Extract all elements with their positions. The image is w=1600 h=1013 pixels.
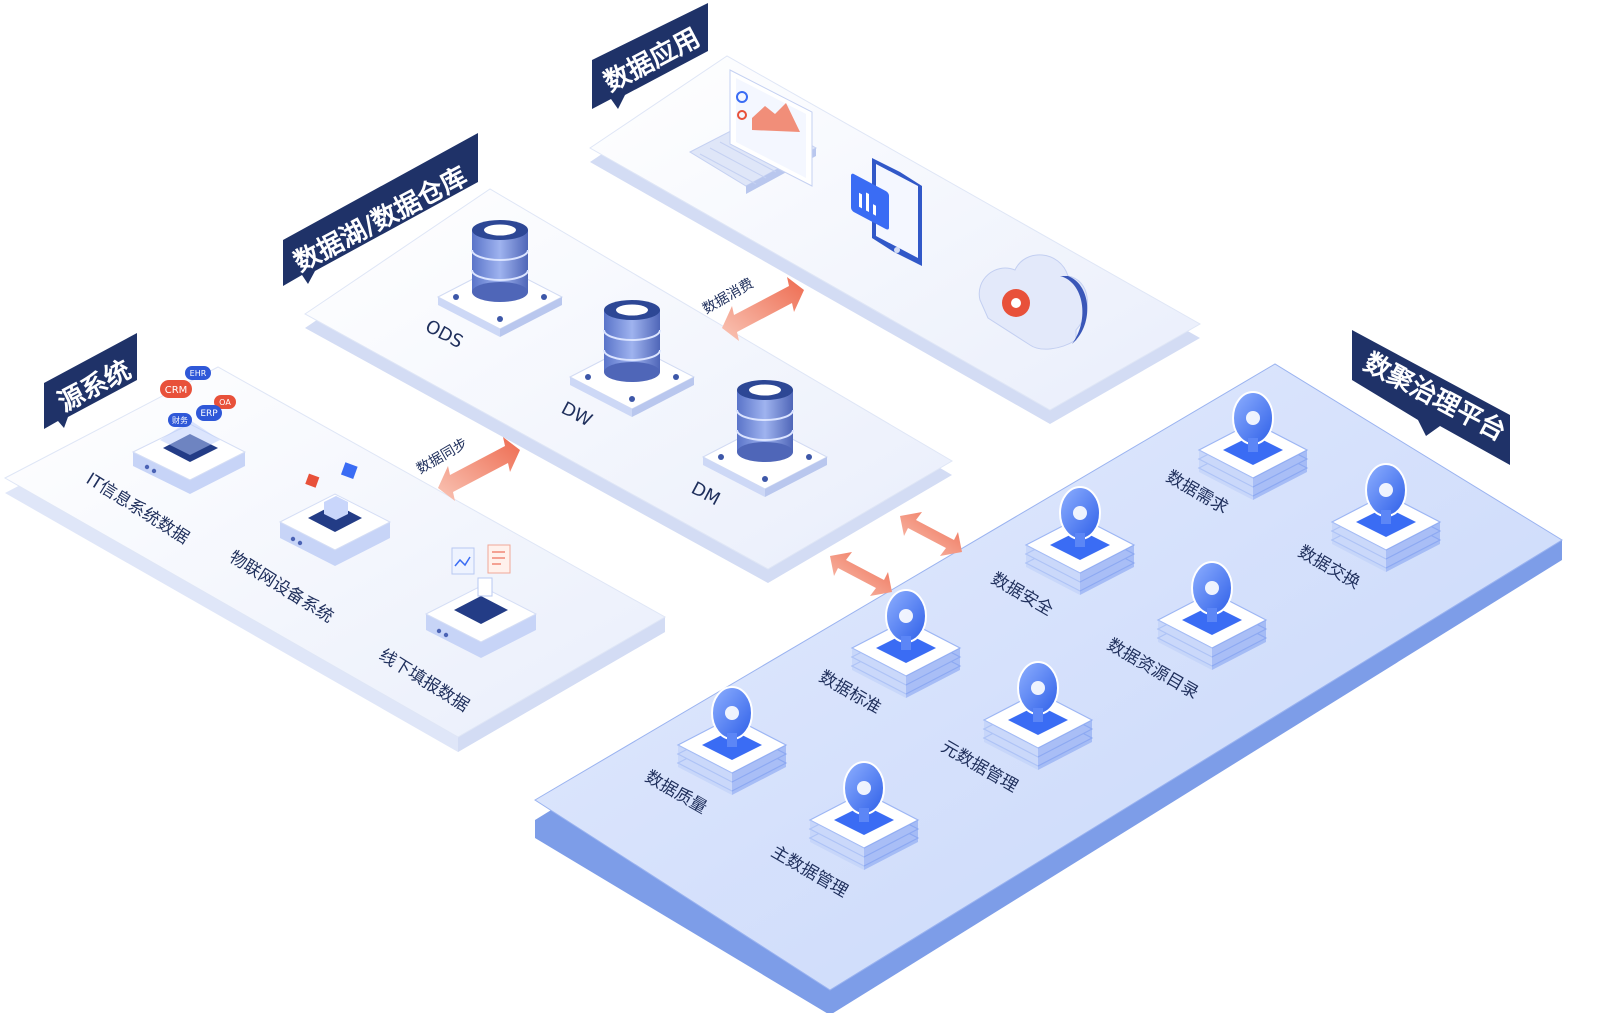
shield-icon: [1024, 486, 1136, 595]
gov-item-data-quality: [676, 686, 788, 795]
quality-gear-icon: [676, 686, 788, 795]
metadata-icon: [982, 661, 1094, 770]
exchange-icon: [1330, 463, 1442, 572]
system-badges: CRM EHR OA ERP 财务: [160, 366, 236, 427]
svg-text:OA: OA: [219, 398, 231, 407]
svg-text:CRM: CRM: [165, 385, 188, 396]
badge-oa: OA: [214, 395, 236, 409]
arrow-gov-to-lake-left: [830, 552, 892, 596]
lake-item-ods: [436, 220, 564, 337]
app-item-laptop: [688, 69, 818, 194]
badge-finance: 财务: [168, 413, 192, 427]
tablet-chart-icon: [851, 158, 922, 266]
badge-ehr: EHR: [185, 366, 211, 380]
database-icon: [436, 220, 564, 337]
document-box-icon: [424, 544, 538, 658]
app-item-cloud: [978, 254, 1088, 350]
source-item-iot: 物联网设备系统: [225, 462, 392, 627]
badge-erp: ERP: [196, 405, 222, 421]
iot-device-icon: [278, 462, 392, 566]
svg-text:EHR: EHR: [190, 369, 207, 378]
gov-item-metadata: [982, 661, 1094, 770]
app-item-tablet: [851, 158, 922, 266]
laptop-dashboard-icon: [688, 69, 818, 194]
lake-item-dm: [701, 380, 829, 497]
cloud-gear-icon: [978, 254, 1088, 350]
gov-item-data-demand: [1197, 391, 1309, 500]
clock-icon: [850, 589, 962, 698]
gov-item-data-security: [1024, 486, 1136, 595]
arrow-gov-to-lake-right: [900, 512, 962, 556]
check-circle-icon: [808, 761, 920, 870]
badge-crm: CRM: [160, 380, 192, 398]
catalog-icon: [1156, 561, 1268, 670]
gov-item-master-data: [808, 761, 920, 870]
svg-text:财务: 财务: [172, 415, 188, 425]
lake-item-dw: [568, 300, 696, 417]
gov-item-resource-catalog: [1156, 561, 1268, 670]
lightning-icon: [1197, 391, 1309, 500]
tag-source: 源系统: [44, 333, 137, 429]
database-icon: [568, 300, 696, 417]
app-box-icon: [131, 420, 247, 494]
gov-item-data-standard: [850, 589, 962, 698]
svg-text:ERP: ERP: [200, 409, 218, 419]
gov-item-data-exchange: [1330, 463, 1442, 572]
database-icon: [701, 380, 829, 497]
